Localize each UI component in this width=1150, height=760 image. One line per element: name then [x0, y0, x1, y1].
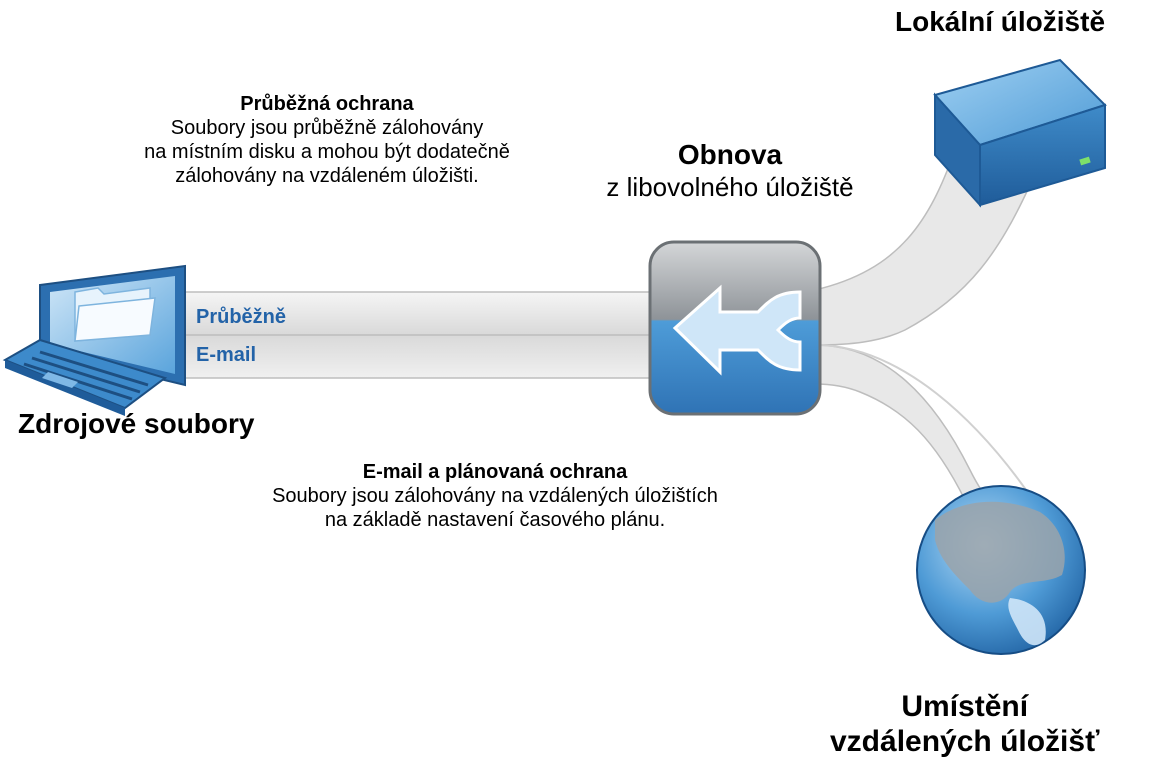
- continuous-protection-line: na místním disku a mohou být dodatečně: [144, 141, 510, 163]
- scheduled-protection-line: Soubory jsou zálohovány na vzdálených úl…: [272, 485, 718, 507]
- scheduled-protection-title: E-mail a plánovaná ochrana: [362, 461, 628, 483]
- local-storage-label: Lokální úložiště: [895, 6, 1106, 37]
- scheduled-protection-block: E-mail a plánovaná ochrana Soubory jsou …: [170, 460, 820, 532]
- restore-arrow-icon: [648, 240, 822, 416]
- pipe-label-email: E-mail: [196, 344, 257, 366]
- laptop-icon: [2, 264, 186, 416]
- globe-icon: [916, 485, 1086, 655]
- restore-block: Obnova z libovolného úložiště: [560, 138, 900, 203]
- source-files-label: Zdrojové soubory: [18, 408, 255, 439]
- restore-title: Obnova: [677, 139, 783, 170]
- restore-subtitle: z libovolného úložiště: [606, 171, 854, 202]
- remote-storage-label-line1: Umístění: [901, 690, 1029, 723]
- server-box-icon: [933, 58, 1107, 208]
- remote-storage-label: Umístění vzdálených úložišť: [830, 690, 1099, 759]
- continuous-protection-title: Průběžná ochrana: [240, 93, 414, 115]
- continuous-protection-block: Průběžná ochrana Soubory jsou průběžně z…: [92, 92, 562, 188]
- scheduled-protection-line: na základě nastavení časového plánu.: [324, 509, 666, 531]
- continuous-protection-line: Soubory jsou průběžně zálohovány: [170, 117, 484, 139]
- continuous-protection-line: zálohovány na vzdáleném úložišti.: [175, 165, 479, 187]
- pipe-horizontal: [164, 291, 666, 379]
- pipe-label-continuous: Průběžně: [196, 306, 287, 328]
- remote-storage-label-line2: vzdálených úložišť: [830, 724, 1100, 758]
